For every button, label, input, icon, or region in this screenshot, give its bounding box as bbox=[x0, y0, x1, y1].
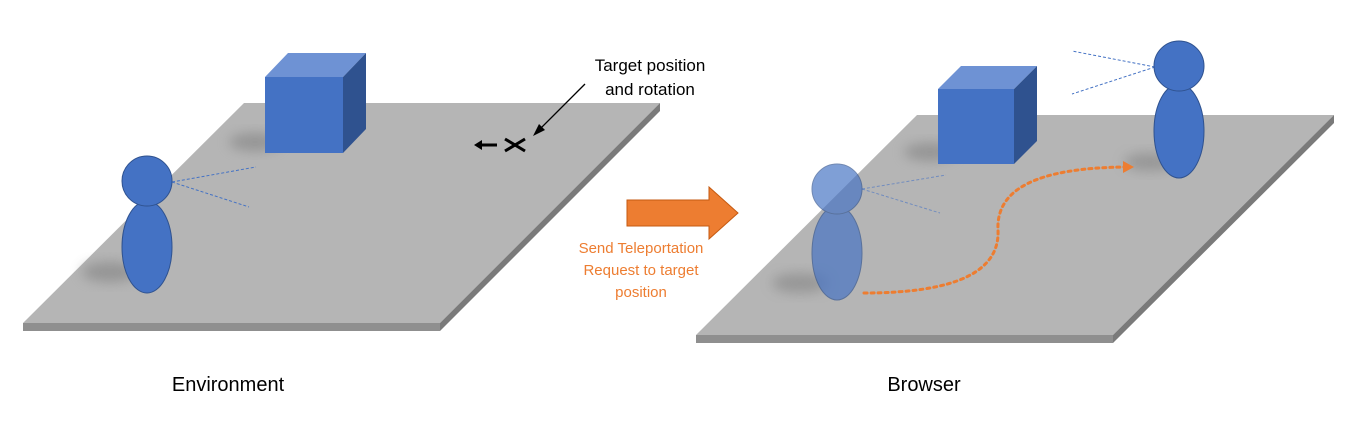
environment-caption: Environment bbox=[172, 374, 285, 396]
environment-avatar bbox=[121, 155, 173, 294]
annotation-arrow bbox=[533, 83, 586, 136]
transition-text-line3: position bbox=[615, 284, 667, 301]
target-view-lines bbox=[1071, 50, 1156, 95]
annotation-text-line1: Target position bbox=[595, 56, 706, 75]
annotation-text-line2: and rotation bbox=[605, 80, 695, 99]
environment-view-lines bbox=[171, 166, 257, 208]
transition-text-line2: Request to target bbox=[583, 262, 699, 279]
target-cross-icon bbox=[474, 137, 526, 153]
environment-cube bbox=[265, 53, 366, 153]
teleport-arrow-icon bbox=[626, 185, 739, 241]
teleport-path bbox=[862, 161, 1134, 295]
browser-cube bbox=[938, 66, 1037, 164]
environment-panel: Target position and rotation Environment bbox=[23, 53, 705, 396]
transition-text-line1: Send Teleportation bbox=[579, 240, 704, 257]
environment-floor bbox=[23, 103, 660, 331]
transition: Send Teleportation Request to target pos… bbox=[579, 185, 739, 301]
ghost-avatar bbox=[811, 163, 863, 301]
browser-panel: Browser bbox=[696, 40, 1334, 396]
teleported-avatar bbox=[1153, 40, 1205, 179]
browser-caption: Browser bbox=[887, 374, 961, 396]
ghost-view-lines bbox=[861, 174, 947, 214]
